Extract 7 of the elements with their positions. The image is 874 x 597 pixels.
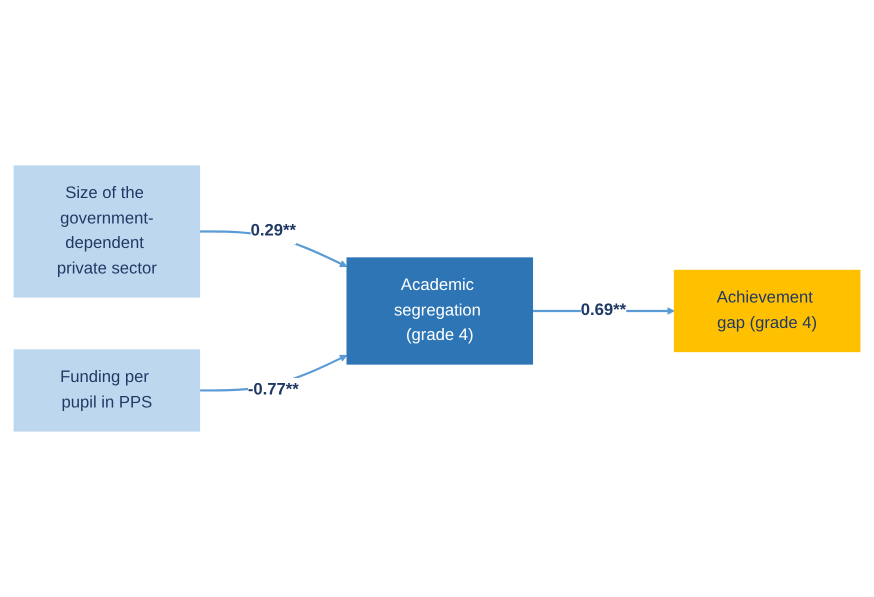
node-box: Academic segregation (grade 4): [346, 257, 534, 365]
node-box: Achievement gap (grade 4): [674, 270, 860, 352]
edge-label: -0.77**: [248, 380, 299, 400]
edge-label: 0.69**: [580, 301, 626, 320]
edge-label: 0.29**: [250, 222, 296, 240]
node-box: Size of the government-dependent private sector: [14, 165, 200, 298]
node-box: Funding per pupil in PPS: [14, 349, 200, 432]
